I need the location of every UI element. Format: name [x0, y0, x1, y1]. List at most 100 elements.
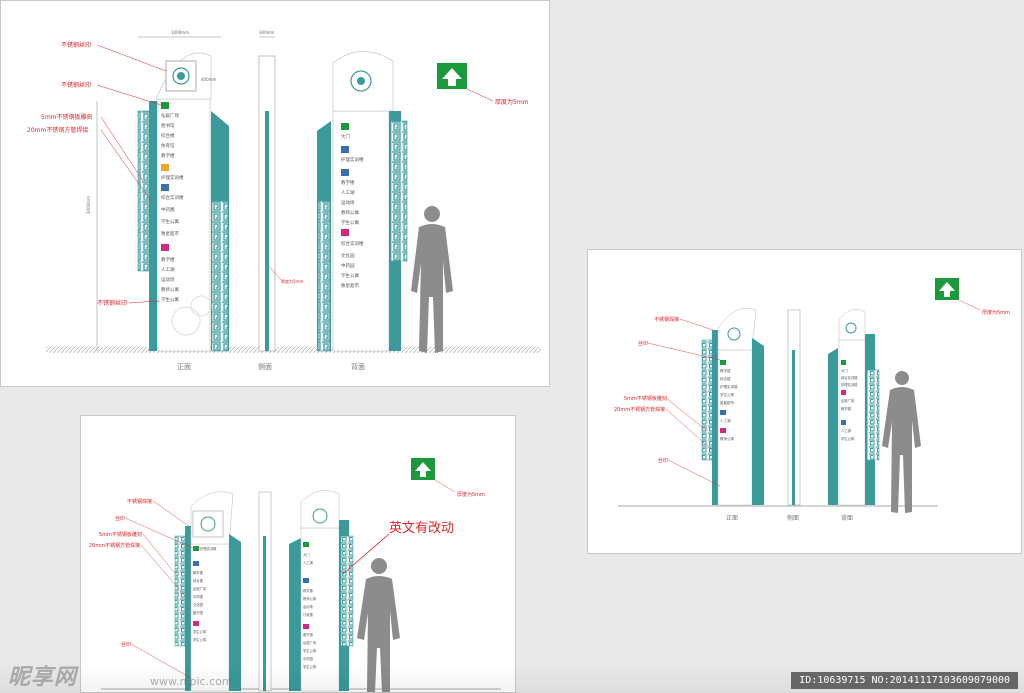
back-item: 运动场: [341, 199, 355, 206]
box-dimension: 400mm: [201, 77, 217, 82]
label-20mm-tube: 20mm不锈钢方管焊接: [27, 126, 88, 134]
arrow-up-icon: [442, 68, 462, 86]
school-logo-icon: [727, 327, 741, 341]
back-item: 运动场: [303, 604, 314, 609]
back-item: 学生公寓: [303, 648, 317, 653]
front-sign-board: [157, 98, 211, 352]
arrow-blue-icon: [193, 561, 199, 566]
back-fret-right: [866, 369, 880, 461]
back-item: 文化园: [341, 252, 355, 259]
arrow-blue-icon: [720, 410, 726, 415]
front-view: 护理实训楼 教学楼 综合楼 弘毅广场 中药圃 文化园 图书馆 学生公寓 学生公寓: [174, 491, 241, 692]
label-5mm-plate: 5mm不锈钢板雕刻: [99, 531, 142, 538]
back-item: 教学楼: [303, 588, 314, 593]
arrow-magenta-icon: [193, 621, 199, 626]
back-item: 教学楼: [341, 179, 355, 186]
back-item: 综合实训楼: [341, 240, 364, 247]
arrow-magenta-icon: [720, 428, 726, 433]
front-item: 学生公寓: [193, 637, 207, 642]
front-item: 综合楼: [193, 578, 204, 583]
front-item: 护理实训楼: [200, 546, 217, 551]
front-item: 致星超市: [161, 230, 179, 237]
side-thickness-note: 厚度为5mm: [281, 278, 303, 284]
front-view: 教学楼 综合楼 护理实训楼 学生公寓 致星超市 人工湖 教师公寓: [701, 307, 764, 506]
side-pillar: [263, 536, 266, 691]
arrow-up-green-icon: [303, 542, 309, 547]
label-welding: 不锈钢焊接: [654, 316, 679, 323]
label-20mm-tube: 20mm不锈钢方管焊接: [614, 406, 665, 413]
back-item: 学生公寓: [303, 664, 317, 669]
label-silkscreen-2: 不锈钢丝印: [61, 81, 91, 89]
front-item: 学生公寓: [193, 629, 207, 634]
front-item: 护理实训楼: [720, 384, 738, 389]
back-fret-right: [390, 120, 408, 262]
floral-decoration-icon: [190, 295, 212, 317]
front-item: 学生公寓: [161, 296, 179, 303]
front-pillar-right: [752, 338, 764, 505]
back-item: 学生公寓: [341, 219, 359, 226]
front-item: 学生公寓: [161, 218, 179, 225]
back-item: 行政楼: [303, 612, 314, 617]
thickness-note: 厚度为5mm: [495, 98, 529, 106]
front-logo-box: [192, 510, 224, 538]
front-item: 教学楼: [193, 570, 204, 575]
arrow-up-green-icon: [161, 102, 169, 109]
width-dimension: 1000mm: [171, 30, 189, 35]
back-item: 人工湖: [303, 560, 314, 565]
front-item: 综合楼: [720, 376, 731, 381]
back-item: 人工湖: [341, 189, 355, 196]
front-labels: 不锈钢焊接 丝印 5mm不锈钢板雕刻 20mm不锈钢方管焊接 丝印: [614, 316, 721, 487]
front-pillar-right: [229, 534, 241, 691]
front-item: 体育馆: [161, 142, 175, 149]
arrow-up-icon: [939, 282, 955, 297]
back-item: 弘毅广场: [303, 640, 317, 645]
arrow-magenta-icon: [303, 624, 309, 629]
back-item: 弘毅广场: [841, 398, 855, 403]
large-drawing-panel: 弘毅广场 图书馆 综合楼 体育馆 教学楼 护理实训楼 综合实训楼 中药圃 学生公…: [0, 0, 550, 387]
label-5mm-plate: 5mm不锈钢板雕刻: [624, 395, 667, 402]
watermark-footer: 昵享网 www.nipic.com ID:10639715 NO:2014111…: [0, 663, 1024, 693]
label-silkscreen-1: 丝印: [115, 515, 125, 522]
front-item: 教学楼: [161, 152, 175, 159]
back-item: 中药园: [303, 656, 314, 661]
front-item: 文化园: [193, 602, 204, 607]
front-item: 中药圃: [161, 206, 175, 213]
back-item: 大门: [303, 552, 310, 557]
front-item: 教学楼: [720, 368, 731, 373]
side-dimension: 300mm: [259, 30, 275, 35]
back-top-arch: [838, 309, 866, 341]
back-item: 致星超市: [341, 282, 359, 289]
caption-back: 背面: [841, 514, 853, 522]
caption-side: 侧面: [787, 514, 799, 522]
arrow-up-green-icon: [341, 123, 349, 130]
front-item: 护理实训楼: [161, 174, 184, 181]
label-silkscreen-2: 丝印: [658, 457, 668, 464]
bottom-drawing-panel: 护理实训楼 教学楼 综合楼 弘毅广场 中药圃 文化园 图书馆 学生公寓 学生公寓…: [80, 415, 516, 693]
back-item: 人工湖: [841, 428, 852, 433]
caption-side: 侧面: [258, 362, 272, 371]
back-fret-left: [317, 200, 331, 352]
change-note: 英文有改动: [389, 521, 454, 536]
back-item: 教师公寓: [303, 596, 317, 601]
front-view: 弘毅广场 图书馆 综合楼 体育馆 教学楼 护理实训楼 综合实训楼 中药圃 学生公…: [86, 30, 229, 352]
front-labels: 不锈钢丝印 不锈钢丝印 5mm不锈钢板雕刻 20mm不锈钢方管焊接 不锈钢丝印: [27, 41, 167, 307]
back-logo-icon: [350, 70, 372, 92]
side-view: 300mm 厚度为5mm: [258, 30, 303, 352]
label-welding: 不锈钢焊接: [127, 498, 152, 505]
front-item: 教学楼: [161, 256, 175, 263]
arrow-blue-icon: [341, 146, 349, 153]
label-silkscreen-1: 不锈钢丝印: [61, 41, 91, 49]
label-silkscreen-1: 丝印: [638, 340, 648, 347]
watermark-site: www.nipic.com: [150, 675, 233, 688]
change-note-leader: [342, 533, 390, 575]
back-pillar-left: [828, 348, 838, 505]
back-item: 大门: [341, 133, 350, 140]
front-item: 图书馆: [193, 610, 204, 615]
arrow-blue-icon: [841, 420, 846, 425]
height-dimension: 3000mm: [86, 196, 91, 214]
back-item: 大门: [841, 368, 848, 373]
front-item: 致星超市: [720, 400, 734, 405]
front-item: 弘毅广场: [161, 112, 179, 119]
front-item: 教师公寓: [720, 436, 734, 441]
side-pillar: [265, 111, 269, 351]
